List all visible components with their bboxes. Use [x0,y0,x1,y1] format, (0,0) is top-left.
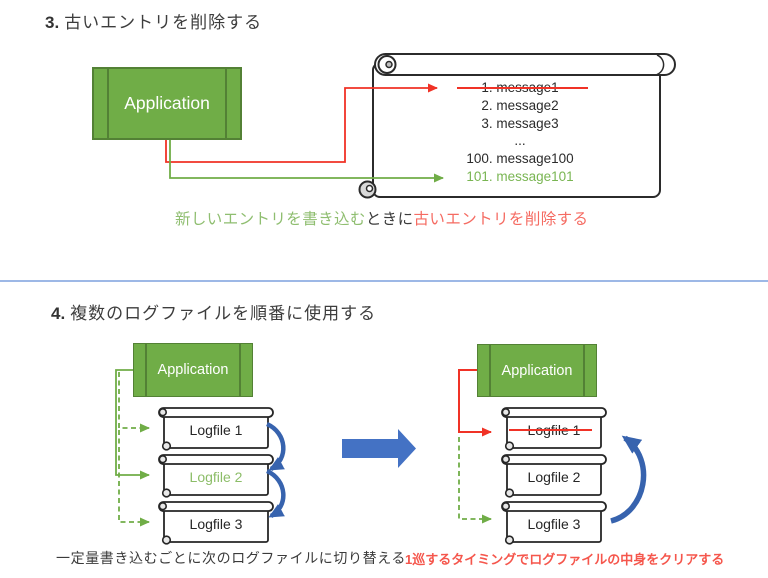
process-shape-bar-right [225,69,227,138]
section4-left-caption: 一定量書き込むごとに次のログファイルに切り替える [56,550,406,566]
section3-title: 3.古いエントリを削除する [45,8,262,33]
blue-cycle-arrow-1-icon [265,421,286,471]
strikethrough-line-logfile1 [509,429,592,431]
section4-title-text: 複数のログファイルを順番に使用する [70,304,377,323]
log-entry-new: 101. message101 [466,168,574,184]
green-solid-connector-logfile2 [115,369,150,480]
section4-title: 4.複数のログファイルを順番に使用する [51,299,376,324]
application-box-top: Application [92,67,242,140]
blue-cycle-arrow-2-icon [265,468,286,518]
logfile2-left-label: Logfile 2 [189,469,243,485]
logfile3-left-label: Logfile 3 [189,516,243,532]
caption-green-part: 新しいエントリを書き込む [175,211,366,228]
log-entry-ellipsis: ... [514,133,526,149]
application-label: Application [124,93,210,113]
process-shape-bar-left [145,344,147,396]
green-dashed-connector-logfile3-right [458,437,492,524]
section3-number: 3. [45,13,60,32]
log-entry: 100. message100 [466,151,574,167]
log-entry: 2. message2 [481,97,559,113]
red-arrow-connector [165,83,438,163]
logfile3-right-label: Logfile 3 [527,516,581,532]
section-divider [0,280,768,282]
process-shape-bar-right [583,345,585,396]
section3-caption: 新しいエントリを書き込むときに古いエントリを削除する [175,207,588,229]
big-blue-arrow-icon [342,429,416,468]
caption-red-part: 古いエントリを削除する [413,211,589,228]
blue-cycle-arrow-big-icon [610,435,647,524]
section4-right-caption: 1巡するタイミングでログファイルの中身をクリアする [405,552,725,567]
process-shape-bar-left [107,69,109,138]
logfile2-right-scroll-shape [501,454,607,498]
log-entry: 3. message3 [481,115,559,131]
logfile1-left-label: Logfile 1 [189,422,243,438]
green-dashed-connector-logfile3 [118,430,150,527]
logfile3-right-scroll-shape [501,501,607,545]
section4-number: 4. [51,304,66,323]
process-shape-bar-left [489,345,491,396]
application-box-right: Application [477,344,597,397]
log-scroll-shape [358,53,676,199]
green-dashed-connector-logfile1 [118,372,150,433]
red-connector-logfile1 [458,369,492,437]
section3-title-text: 古いエントリを削除する [64,13,263,32]
logfile3-left-scroll-shape [158,501,274,545]
logfile2-right-label: Logfile 2 [527,469,581,485]
application-label: Application [157,362,229,378]
log-entry-list: 1. message1 2. message2 3. message3 ... … [440,79,600,186]
strikethrough-line-message1 [457,87,588,89]
logfile2-left-scroll-shape [158,454,274,498]
process-shape-bar-right [239,344,241,396]
caption-dark-part: ときに [365,211,414,228]
logfile1-left-scroll-shape [158,407,274,451]
application-label: Application [501,362,573,379]
application-box-left: Application [133,343,253,397]
green-arrow-connector [169,140,444,183]
